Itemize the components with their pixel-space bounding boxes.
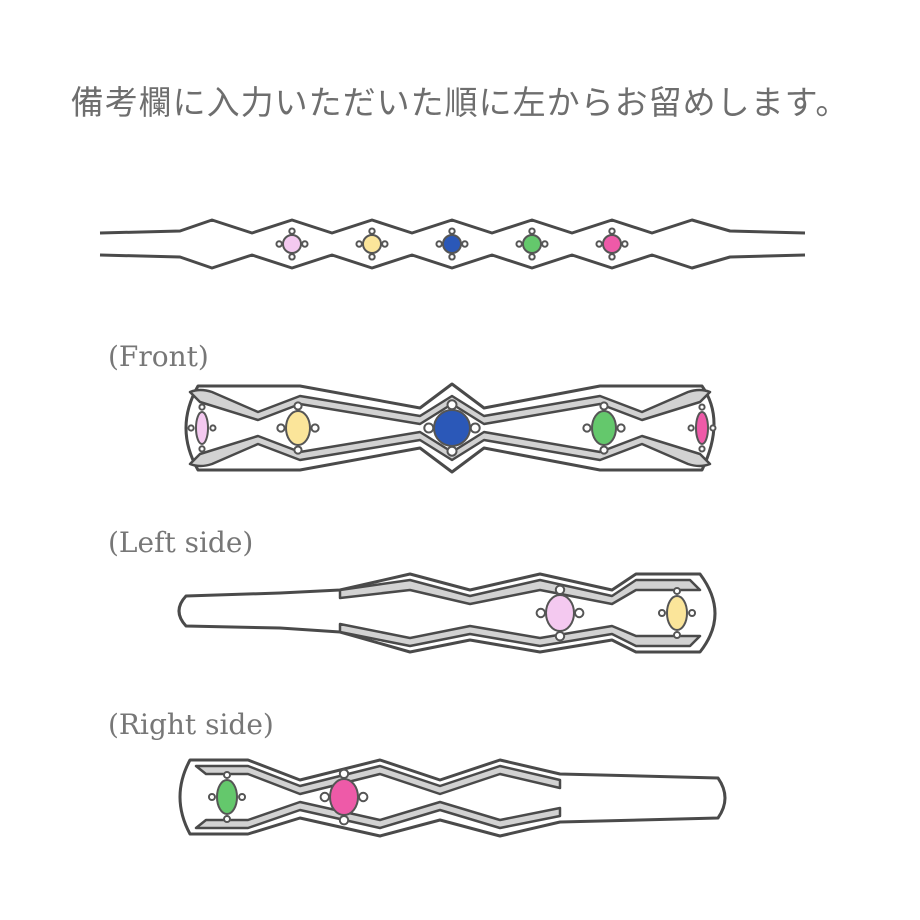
prong [446,399,458,411]
prong [187,424,195,432]
prong [355,240,363,248]
gem [282,234,302,254]
ring-left-side-view [177,572,717,654]
prong [616,423,626,433]
prong [621,240,629,248]
prong [207,793,216,801]
prong [223,815,231,824]
prong [338,768,350,779]
prong [608,227,616,235]
prong [293,445,303,455]
gem [329,778,359,816]
right-stone-1 [207,770,247,824]
right-stone-2 [319,768,369,826]
prong [599,401,609,411]
gem [216,779,238,815]
front-stone-2 [276,401,320,455]
gem [545,594,575,632]
prong [698,403,706,411]
prong [435,240,443,248]
prong [709,424,717,432]
prong [310,423,320,433]
front-stone-3 [423,399,481,457]
prong [301,240,309,248]
prong [541,240,549,248]
gem [522,234,542,254]
prong [599,445,609,455]
prong [448,227,456,235]
prong [288,227,296,235]
left-stone-1 [535,584,585,642]
flat-stone-3 [435,227,469,261]
gem [362,234,382,254]
gem [695,411,709,445]
prong [368,227,376,235]
prong [238,793,247,801]
prong [293,401,303,411]
flat-stone-4 [515,227,549,261]
gem [195,411,209,445]
flat-stone-5 [595,227,629,261]
prong [198,403,206,411]
prong [528,227,536,235]
prong [515,240,523,248]
prong [554,584,566,595]
prong [275,240,283,248]
prong [608,253,616,261]
prong [574,607,585,619]
front-stone-1 [187,403,217,453]
prong [657,609,666,617]
flat-stone-1 [275,227,309,261]
ring-flat-view [99,218,806,270]
gem [666,595,688,631]
prong [319,791,330,803]
prong [276,423,286,433]
prong [423,422,435,434]
gem [433,409,471,447]
prong [595,240,603,248]
flat-stone-2 [355,227,389,261]
left-stone-2 [657,586,697,640]
prong [381,240,389,248]
gem [442,234,462,254]
ring-right-side-view [178,758,727,838]
front-stone-4 [582,401,626,455]
prong [198,445,206,453]
front-view-label: (Front) [108,340,209,373]
prong [673,586,681,595]
front-stone-5 [687,403,717,453]
prong [535,607,546,619]
prong [688,609,697,617]
gem [285,410,311,446]
prong [528,253,536,261]
prong [368,253,376,261]
prong [698,445,706,453]
prong [582,423,592,433]
prong [338,815,350,826]
prong [288,253,296,261]
prong [469,422,481,434]
prong [554,631,566,642]
prong [223,770,231,779]
gem [591,410,617,446]
gem [602,234,622,254]
prong [209,424,217,432]
prong [448,253,456,261]
prong [673,631,681,640]
prong [446,445,458,457]
prong [687,424,695,432]
right-side-view-label: (Right side) [108,708,274,741]
instruction-title: 備考欄に入力いただいた順に左からお留めします。 [70,83,850,122]
prong [461,240,469,248]
prong [358,791,369,803]
left-side-view-label: (Left side) [108,526,254,559]
